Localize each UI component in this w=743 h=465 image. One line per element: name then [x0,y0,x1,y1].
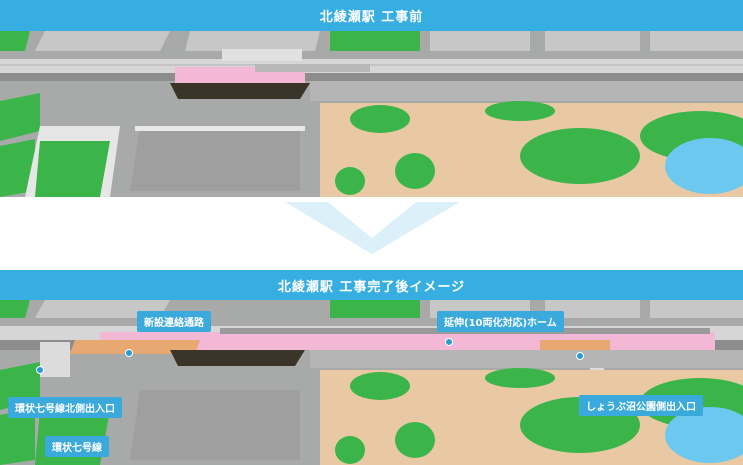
park-exit-pin [576,352,584,360]
new-passage [70,340,200,354]
before-construction-aerial-view [0,31,743,197]
bottom-panel-title: 北綾瀬駅 工事完了後イメージ [0,270,743,301]
extended-platform-pin [445,338,453,346]
top-panel-title: 北綾瀬駅 工事前 [0,0,743,31]
north-exit-pin [36,366,44,374]
extended-platform-callout: 延伸(10両化対応)ホーム [437,311,564,332]
chevron-down-arrow-icon [285,202,460,254]
park-exit-callout: しょうぶ沼公園側出入口 [579,395,703,416]
north-exit-callout: 環状七号線北側出入口 [8,397,122,418]
after-construction-aerial-view [0,300,743,465]
new-passage-callout: 新設連絡通路 [137,311,211,332]
route-callout: 環状七号線 [45,436,109,457]
new-passage-pin [125,349,133,357]
